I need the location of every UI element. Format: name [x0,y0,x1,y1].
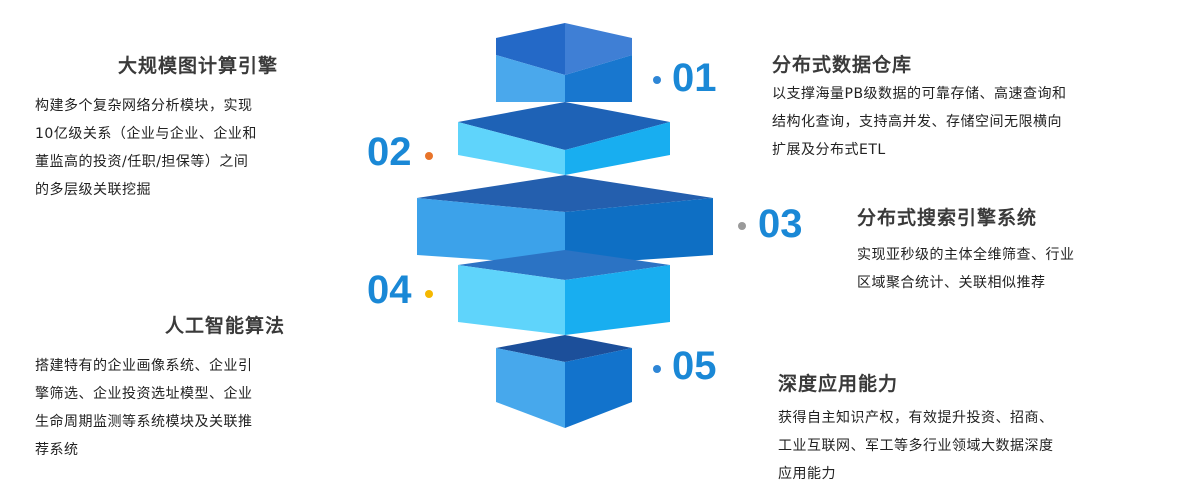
desc-graph-computing-engine: 构建多个复杂网络分析模块，实现 10亿级关系（企业与企业、企业和 董监高的投资/… [35,98,257,198]
marker-dot-05 [653,365,661,373]
title-distributed-data-warehouse: 分布式数据仓库 [772,54,913,76]
step-number-04: 04 [367,268,412,312]
title-distributed-search-engine: 分布式搜索引擎系统 [857,207,1038,229]
block-03 [417,175,713,265]
marker-dot-03 [738,222,746,230]
desc-deep-application: 获得自主知识产权，有效提升投资、招商、 工业互联网、军工等多行业领域大数据深度 … [778,410,1054,482]
marker-dot-02 [425,152,433,160]
desc-ai-algorithms: 搭建特有的企业画像系统、企业引 擎筛选、企业投资选址模型、企业 生命周期监测等系… [35,358,253,458]
step-number-02: 02 [367,130,412,174]
step-number-05: 05 [672,344,717,388]
block-04 [458,250,670,335]
block-02 [458,102,670,175]
block-01 [496,23,632,102]
marker-dot-01 [653,76,661,84]
step-number-01: 01 [672,56,717,100]
block-05 [496,335,632,428]
title-ai-algorithms: 人工智能算法 [165,315,286,337]
desc-distributed-search-engine: 实现亚秒级的主体全维筛查、行业 区域聚合统计、关联相似推荐 [857,247,1075,291]
marker-dot-04 [425,290,433,298]
title-graph-computing-engine: 大规模图计算引擎 [118,55,279,77]
desc-distributed-data-warehouse: 以支撑海量PB级数据的可靠存储、高速查询和 结构化查询，支持高并发、存储空间无限… [772,86,1067,158]
title-deep-application: 深度应用能力 [778,373,899,395]
step-number-03: 03 [758,202,803,246]
